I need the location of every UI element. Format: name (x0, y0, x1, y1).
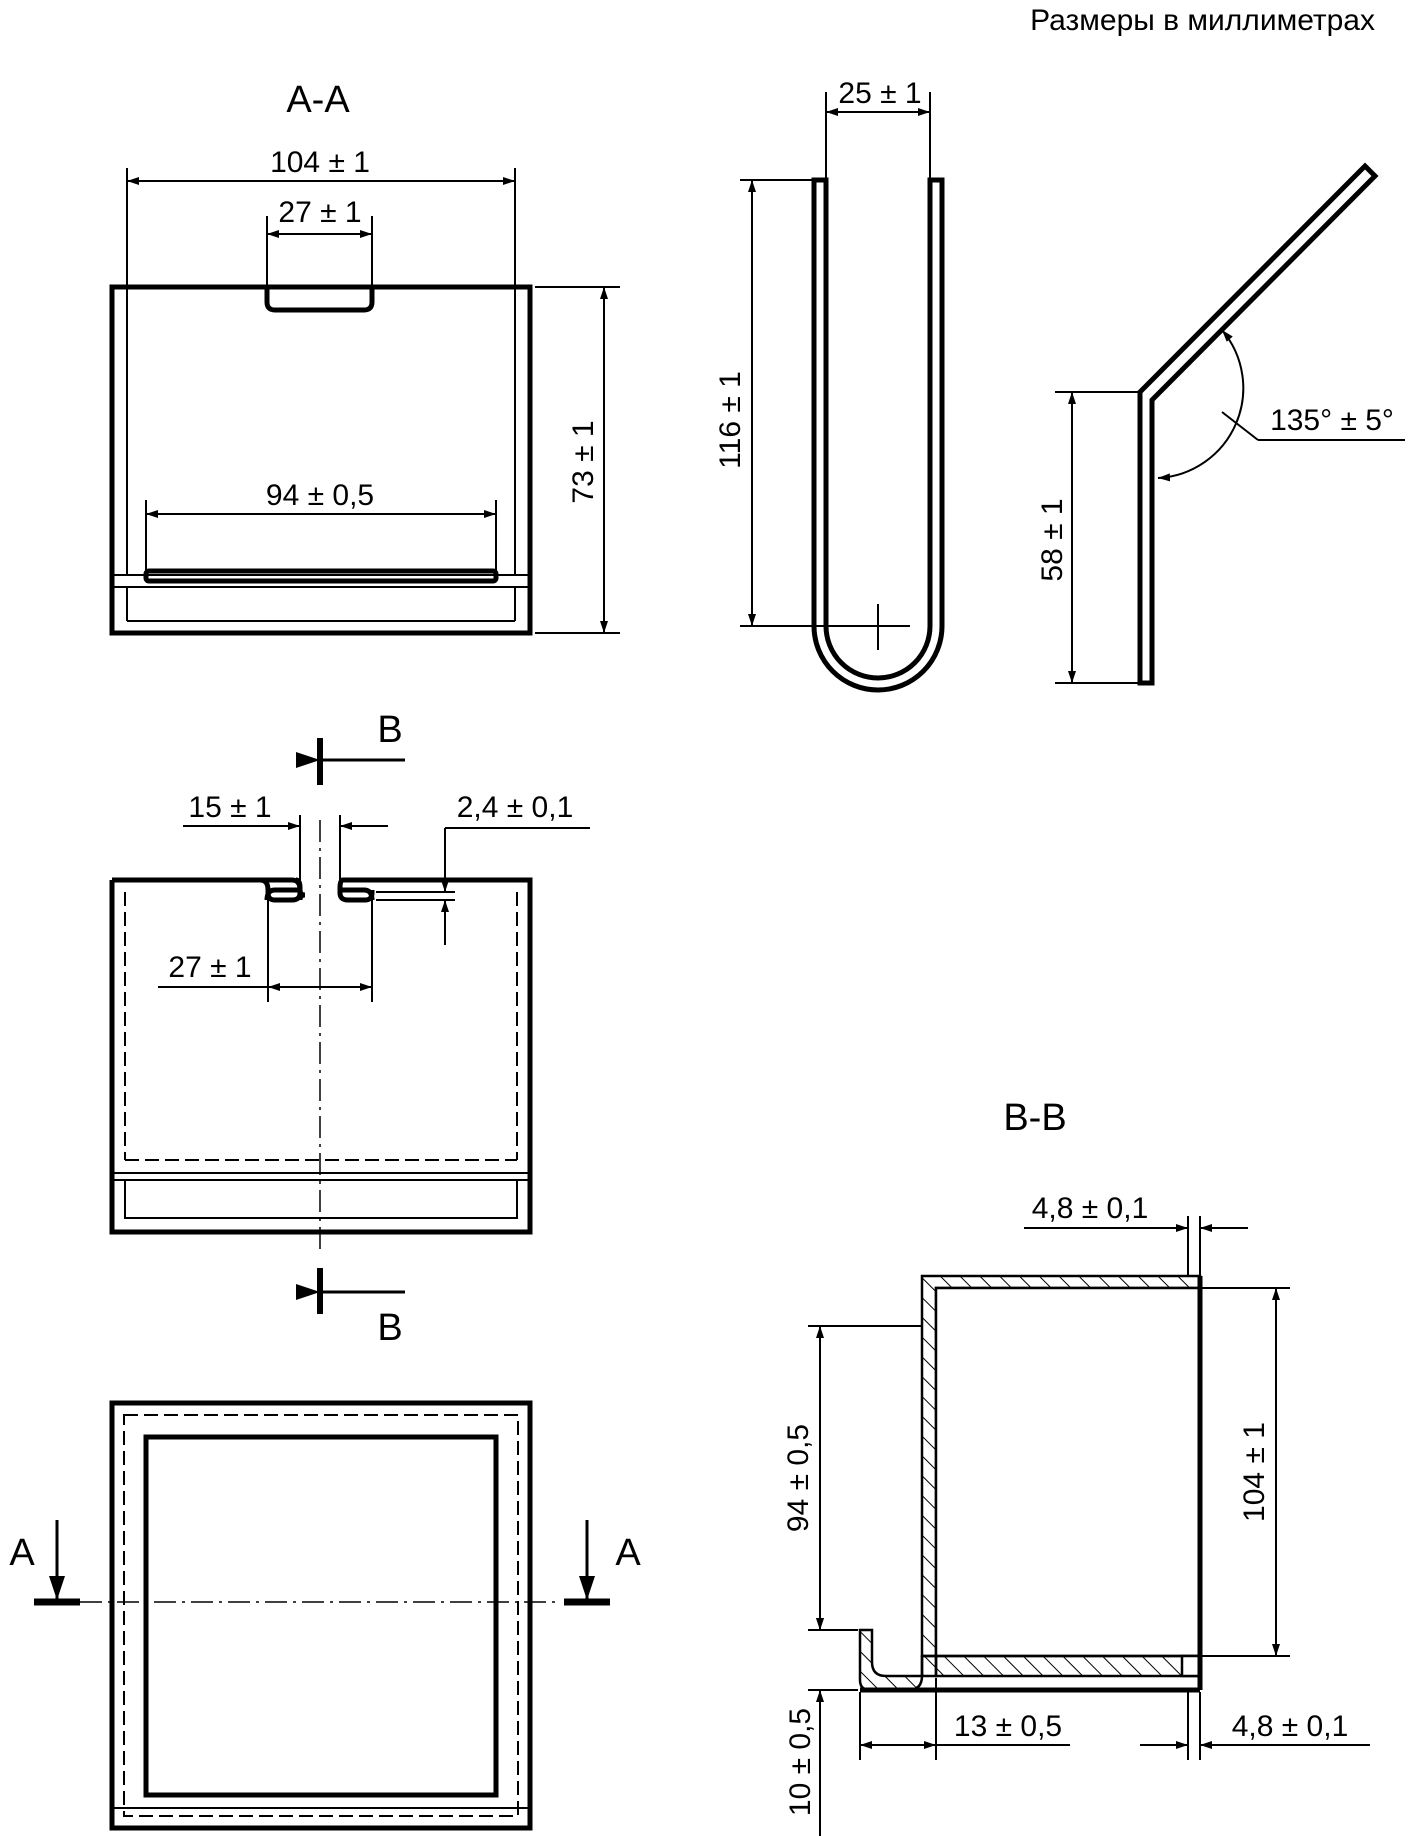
front-thickness: 2,4 ± 0,1 (457, 791, 574, 824)
aa-slot-width: 27 ± 1 (278, 196, 361, 229)
bent-profile: 135° ± 5° 58 ± 1 (1036, 162, 1405, 686)
bb-wall-bottom: 4,8 ± 0,1 (1232, 1710, 1349, 1743)
aa-inner-width: 94 ± 0,5 (266, 479, 374, 512)
plan-view: A A (9, 1400, 641, 1831)
cut-a-right: A (615, 1532, 641, 1574)
bb-wall-top: 4,8 ± 0,1 (1032, 1192, 1149, 1225)
bb-lip-height: 10 ± 0,5 (784, 1708, 817, 1816)
u-profile: 25 ± 1 116 ± 1 (714, 77, 945, 693)
front-slot-width: 27 ± 1 (168, 951, 251, 984)
bb-lip-width: 13 ± 0,5 (954, 1710, 1062, 1743)
front-tab-width: 15 ± 1 (188, 791, 271, 824)
bent-height: 58 ± 1 (1036, 498, 1069, 581)
section-bb-title: B-B (1003, 1097, 1066, 1139)
u-gap: 25 ± 1 (838, 77, 921, 110)
section-aa-title: A-A (286, 79, 350, 121)
aa-width-total: 104 ± 1 (270, 146, 370, 179)
aa-height: 73 ± 1 (567, 420, 600, 503)
bb-inner-height: 94 ± 0,5 (782, 1424, 815, 1532)
section-bb: B-B 4,8 ± 0,1 94 ± 0,5 104 ± 1 10 ± 0,5 … (782, 1097, 1370, 1836)
front-view: B B 15 ± 1 2,4 ± 0,1 27 ± 1 (109, 709, 590, 1349)
units-note: Размеры в миллиметрах (1030, 4, 1375, 37)
u-height: 116 ± 1 (714, 371, 747, 469)
cut-a-left: A (9, 1532, 35, 1574)
section-aa: A-A 104 ± 1 27 ± 1 94 ± 0,5 73 ± 1 (109, 79, 620, 636)
bent-angle: 135° ± 5° (1270, 404, 1394, 437)
bb-outer-height: 104 ± 1 (1238, 1422, 1271, 1522)
cut-b-bottom: B (377, 1307, 402, 1349)
cut-b-top: B (377, 709, 402, 751)
